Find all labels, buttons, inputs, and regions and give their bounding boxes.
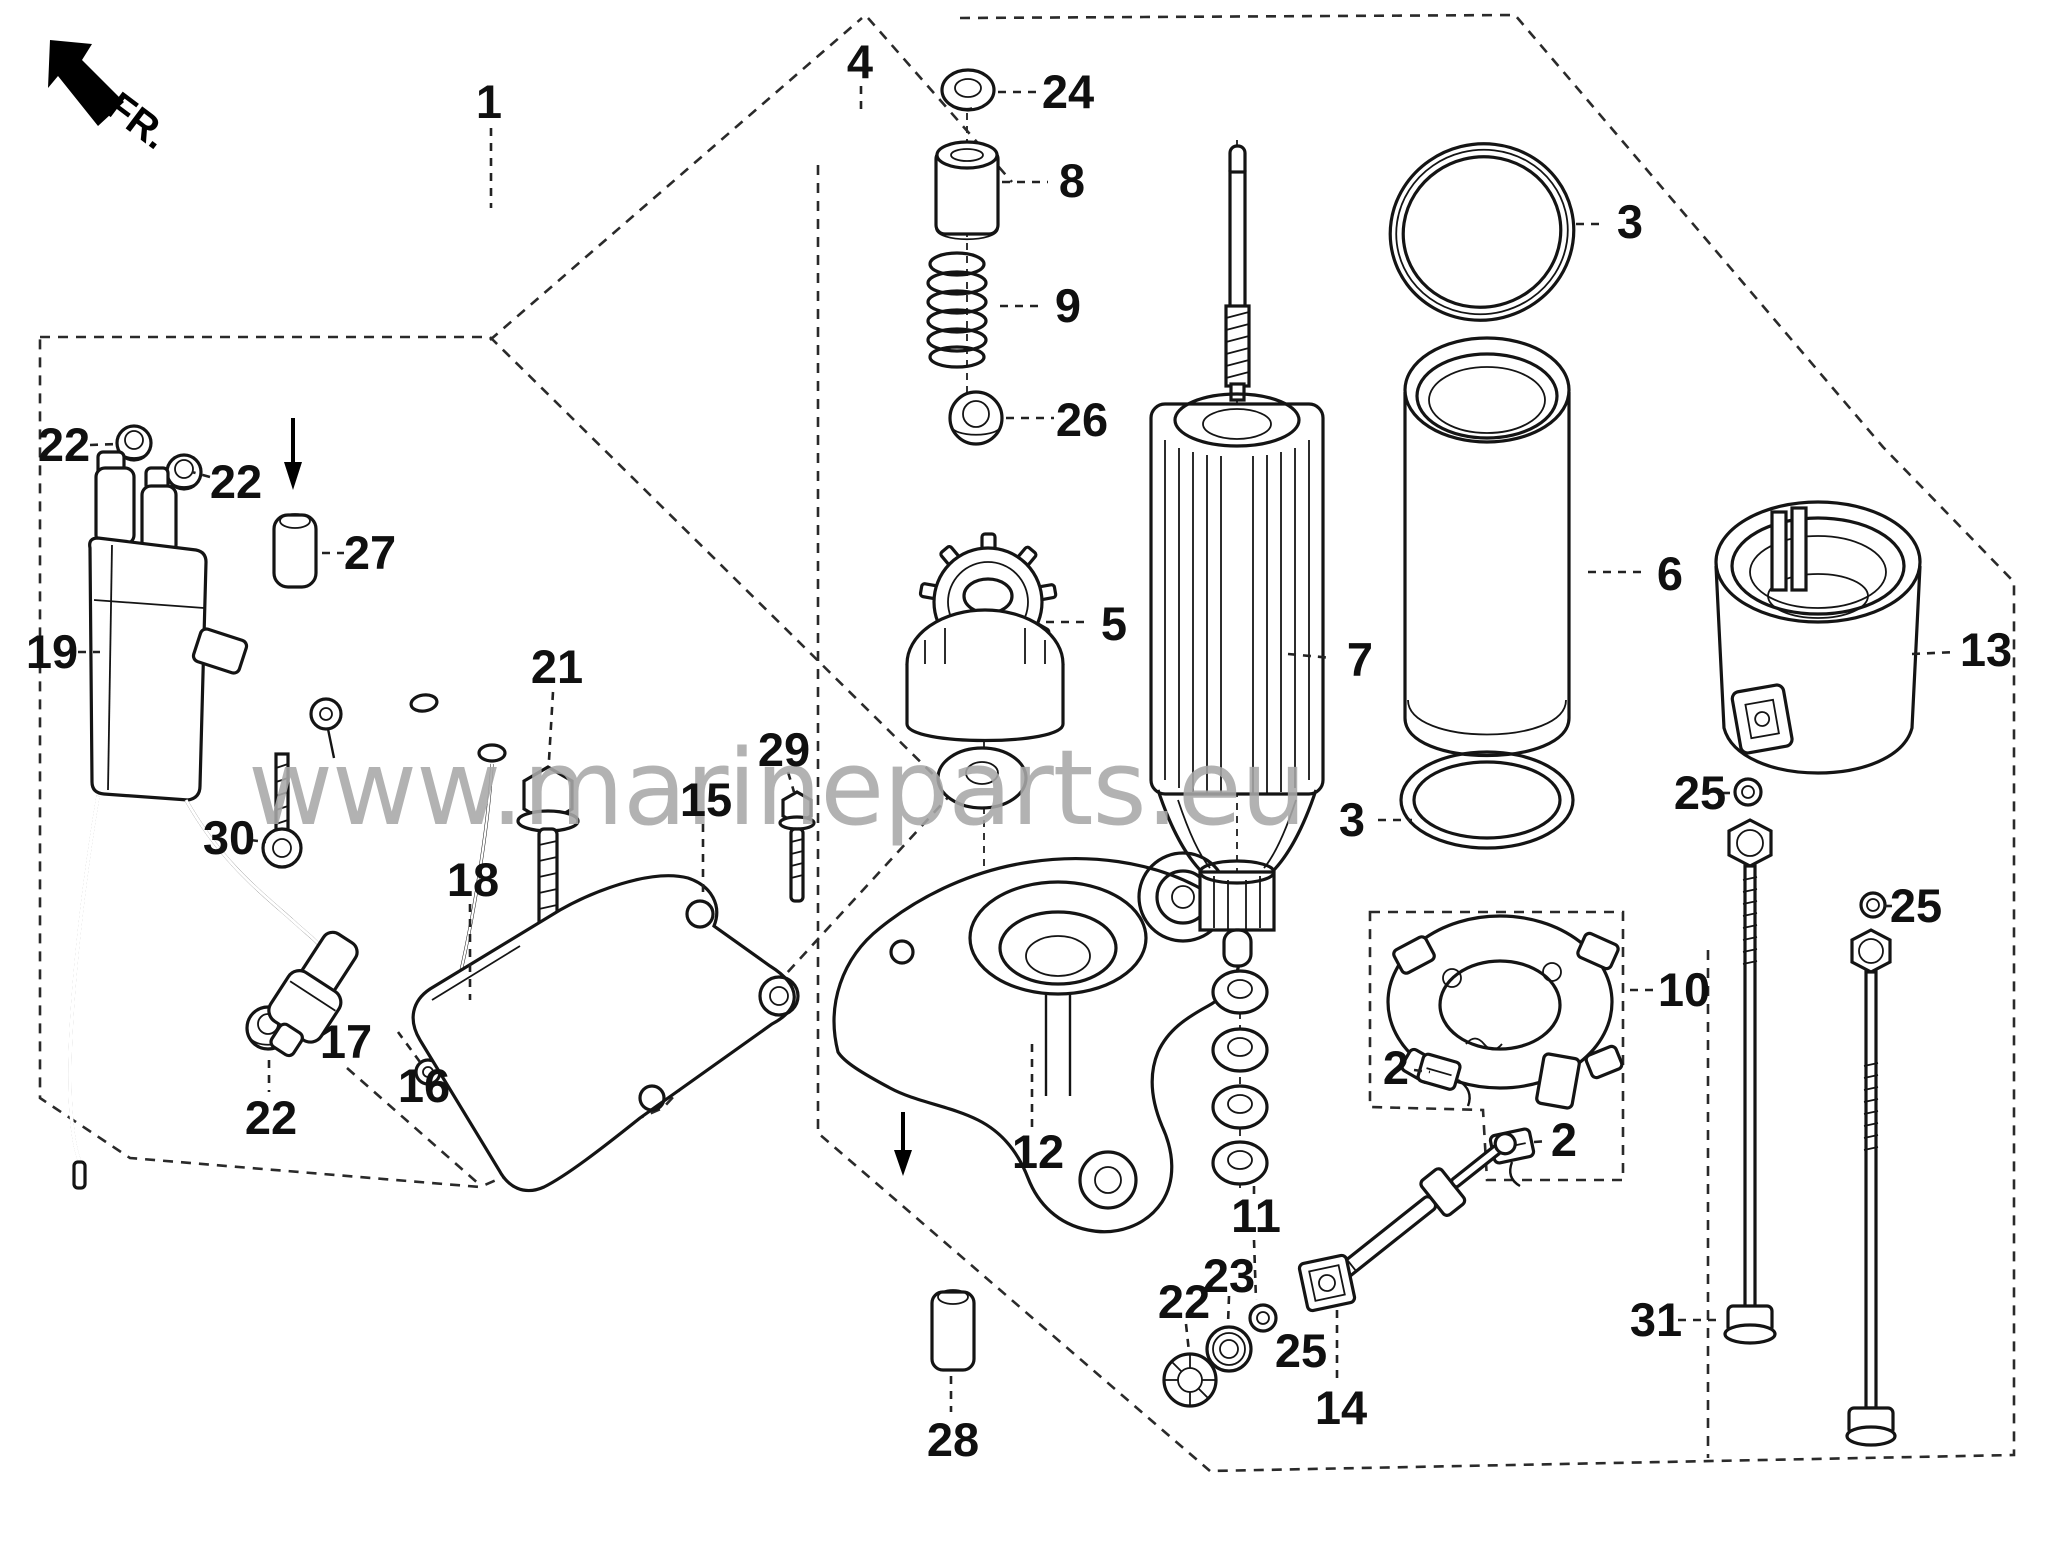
callout-27: 27: [344, 526, 396, 579]
callout-22a: 22: [38, 418, 90, 471]
through-bolt-31b: [1845, 891, 1897, 1447]
armature-7: [1149, 144, 1325, 968]
thrust-washer-set-11: [1211, 969, 1269, 1186]
leader-lines: [78, 86, 1957, 1412]
callout-30: 30: [203, 811, 255, 864]
pinion-clutch-5: [905, 532, 1065, 810]
callout-22d: 22: [245, 1091, 297, 1144]
lock-washer-22c: [1162, 1352, 1218, 1408]
o-ring-3-top: [1388, 142, 1576, 322]
snap-ring-24: [940, 68, 996, 112]
callout-14: 14: [1315, 1381, 1367, 1434]
callout-17: 17: [320, 1015, 372, 1068]
callout-21: 21: [531, 640, 583, 693]
spark-plug-cap-17: [267, 930, 359, 1058]
callout-labels: 1 4 24 8 9 26 5 7 3 6 13 3 10 2 2 12 28 …: [26, 35, 2012, 1466]
callout-19: 19: [26, 625, 78, 678]
callout-26: 26: [1056, 393, 1108, 446]
brush-2a: [1416, 1052, 1471, 1107]
callout-12: 12: [1012, 1125, 1064, 1178]
ignition-coil-19: [68, 450, 324, 1190]
brush-holder-10: [1386, 914, 1624, 1110]
flange-nut-22b: [165, 453, 203, 491]
callout-3a: 3: [1617, 195, 1643, 248]
bolt-30: [261, 752, 303, 869]
washer-25c: [1248, 1303, 1278, 1333]
flange-nut-22a: [115, 424, 153, 462]
callout-25b: 25: [1890, 879, 1942, 932]
callout-23: 23: [1203, 1249, 1255, 1302]
stop-ring-26: [948, 390, 1004, 446]
callout-22c: 22: [1158, 1275, 1210, 1328]
callout-9: 9: [1055, 279, 1081, 332]
callout-3b: 3: [1339, 793, 1365, 846]
callout-31: 31: [1630, 1293, 1682, 1346]
through-bolt-31a: [1723, 777, 1777, 1345]
callout-8: 8: [1059, 154, 1085, 207]
square-nut-14: [1297, 1253, 1357, 1313]
callout-28: 28: [927, 1413, 979, 1466]
o-ring-3-bottom: [1399, 750, 1575, 850]
callout-29: 29: [758, 723, 810, 776]
end-cap-13: [1714, 500, 1922, 775]
callout-16: 16: [398, 1059, 450, 1112]
callout-24: 24: [1042, 65, 1094, 118]
tube-27: [272, 513, 318, 589]
mounting-bracket-15: [411, 874, 800, 1193]
bolt-21: [516, 765, 580, 961]
assembly-direction-arrow-left: [284, 418, 302, 490]
bushing-8: [934, 140, 1000, 241]
callout-25c: 25: [1275, 1324, 1327, 1377]
pivot-pin-28: [930, 1289, 976, 1372]
fr-direction-arrow: [48, 40, 124, 126]
callout-10: 10: [1658, 963, 1710, 1016]
spring-9: [926, 251, 988, 369]
callout-15: 15: [680, 773, 732, 826]
callout-5: 5: [1101, 597, 1127, 650]
watermark-text: www.marineparts.eu: [248, 727, 1306, 849]
callout-7: 7: [1347, 633, 1373, 686]
callout-2a: 2: [1383, 1041, 1409, 1094]
callout-6: 6: [1657, 547, 1683, 600]
callout-13: 13: [1960, 623, 2012, 676]
callout-1: 1: [476, 75, 502, 128]
motor-yoke-6: [1403, 336, 1571, 757]
callout-25a: 25: [1674, 766, 1726, 819]
callout-18: 18: [447, 853, 499, 906]
washer-23: [1205, 1325, 1253, 1373]
bolt-29: [778, 790, 816, 903]
callout-11: 11: [1231, 1189, 1281, 1242]
terminal-wire-18: [309, 646, 507, 1086]
callout-4: 4: [847, 35, 873, 88]
callout-22b: 22: [210, 455, 262, 508]
callout-2b: 2: [1551, 1113, 1577, 1166]
